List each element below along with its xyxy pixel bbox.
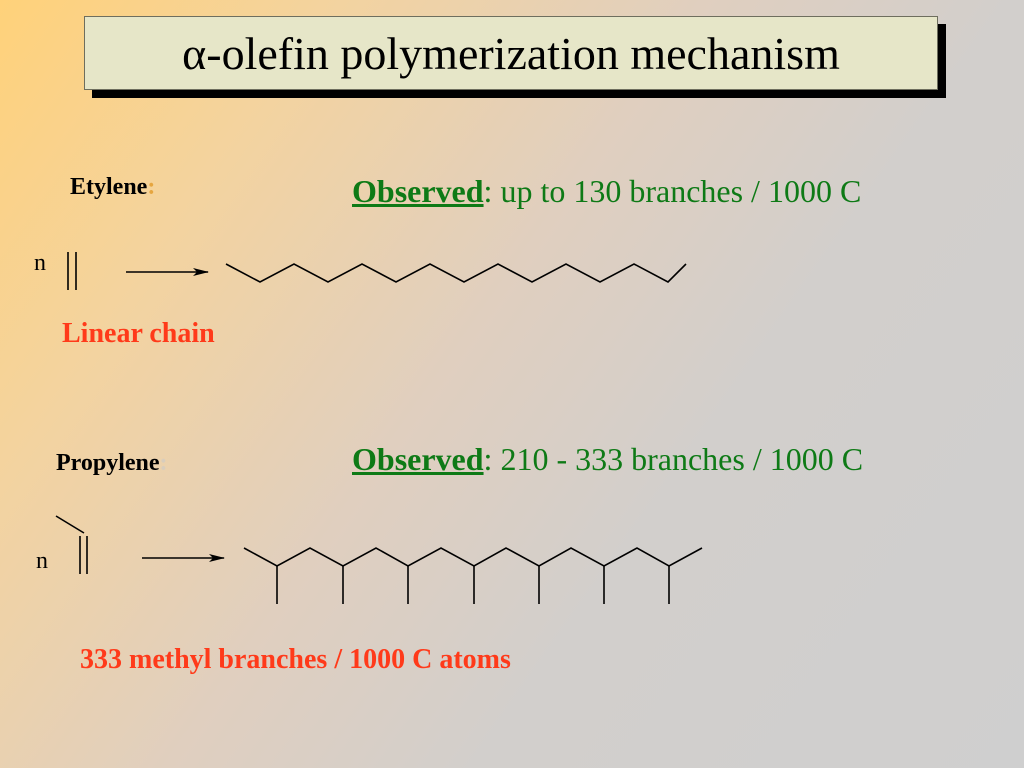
propylene-n: n	[36, 548, 48, 574]
title-text: -olefin polymerization mechanism	[206, 27, 840, 79]
propylene-monomer	[55, 515, 88, 574]
slide-title: α-olefin polymerization mechanism	[84, 16, 938, 90]
propylene-observed-label: Observed	[352, 441, 484, 477]
ethylene-observed-text: : up to 130 branches / 1000 C	[483, 173, 862, 209]
propylene-caption: 333 methyl branches / 1000 C atoms	[80, 644, 511, 675]
propylene-colon: :	[159, 450, 168, 476]
ethylene-caption: Linear chain	[62, 318, 215, 349]
title-alpha: α	[182, 27, 207, 79]
ethylene-label-text: Etylene	[70, 174, 148, 200]
ethylene-observed: Observed: up to 130 branches / 1000 C	[352, 173, 861, 210]
propylene-label-text: Propylene	[56, 450, 160, 476]
ethylene-colon: :	[147, 174, 156, 200]
ethylene-monomer	[67, 252, 77, 290]
ethylene-observed-label: Observed	[352, 173, 484, 209]
propylene-observed: Observed: 210 - 333 branches / 1000 C	[352, 441, 863, 478]
propylene-observed-text: : 210 - 333 branches / 1000 C	[483, 441, 864, 477]
ethylene-n: n	[34, 250, 46, 276]
ethylene-label: Etylene:	[70, 174, 155, 201]
ethylene-linear-chain	[225, 263, 687, 283]
polypropylene-chain	[243, 547, 703, 604]
propylene-label: Propylene:	[56, 450, 168, 477]
